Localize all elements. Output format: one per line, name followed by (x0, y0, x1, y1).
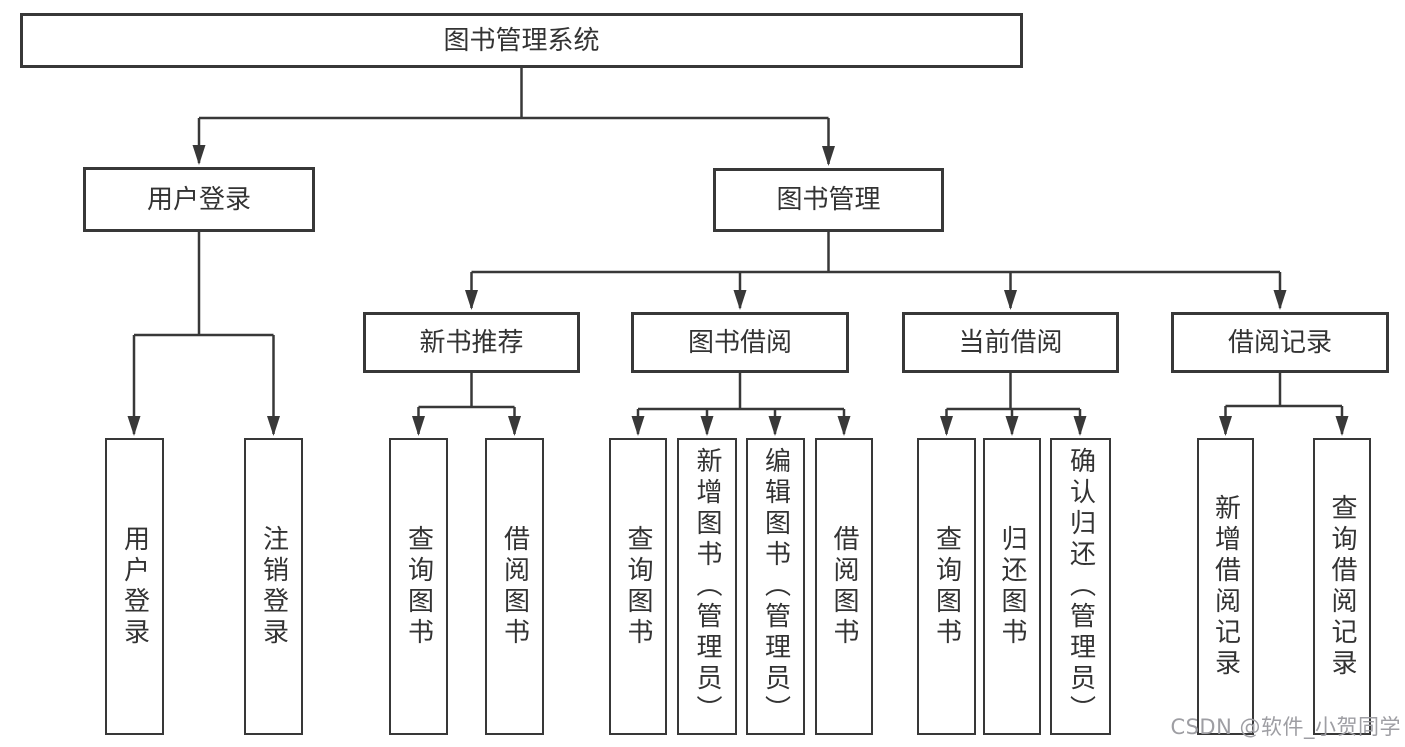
leaf-edit-book-admin: 编辑图书（管理员） (746, 438, 805, 735)
node-book-borrowing: 图书借阅 (631, 312, 849, 373)
leaf-borrow-book-under-borrowing: 借阅图书 (815, 438, 873, 735)
node-root-library-system: 图书管理系统 (20, 13, 1023, 68)
node-borrowing-records: 借阅记录 (1171, 312, 1389, 373)
leaf-add-book-admin: 新增图书（管理员） (677, 438, 737, 735)
node-book-management: 图书管理 (713, 168, 944, 232)
node-user-login: 用户登录 (83, 167, 315, 232)
node-current-borrowing: 当前借阅 (902, 312, 1119, 373)
leaf-confirm-return-admin: 确认归还（管理员） (1050, 438, 1111, 735)
leaf-query-borrow-record: 查询借阅记录 (1313, 438, 1371, 735)
node-new-book-recommendation: 新书推荐 (363, 312, 580, 373)
leaf-user-login: 用户登录 (105, 438, 164, 735)
leaf-logout: 注销登录 (244, 438, 303, 735)
leaf-add-borrow-record: 新增借阅记录 (1197, 438, 1254, 735)
leaf-query-book-under-borrowing: 查询图书 (609, 438, 667, 735)
leaf-borrow-book-under-recommendation: 借阅图书 (485, 438, 544, 735)
leaf-return-book: 归还图书 (983, 438, 1041, 735)
csdn-watermark: CSDN @软件_小贺同学 (1170, 715, 1401, 739)
leaf-query-book-under-recommendation: 查询图书 (389, 438, 448, 735)
leaf-query-book-under-current: 查询图书 (917, 438, 976, 735)
